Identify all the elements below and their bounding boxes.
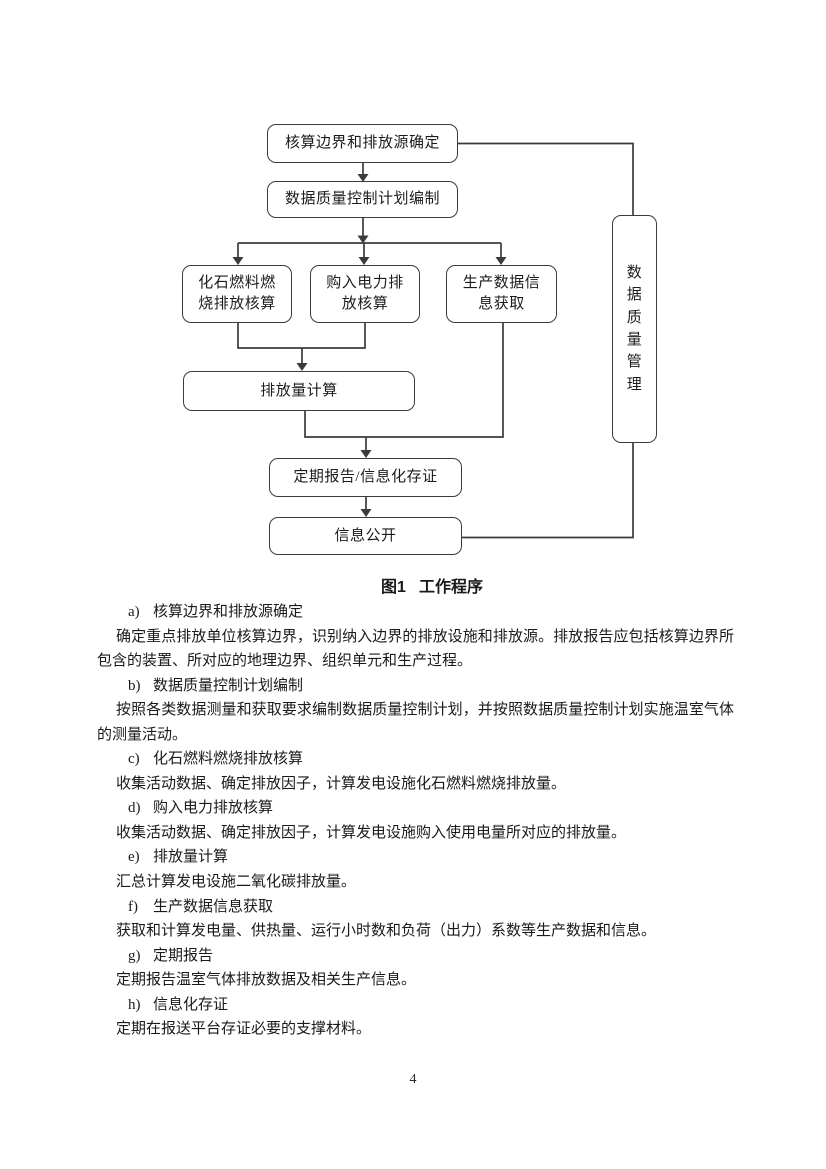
item-heading: f) 生产数据信息获取 <box>97 895 734 920</box>
figure-caption: 图1 工作程序 <box>347 573 517 597</box>
flow-node-label: 息获取 <box>478 296 525 312</box>
body-text: a) 核算边界和排放源确定确定重点排放单位核算边界，识别纳入边界的排放设施和排放源… <box>97 600 734 1042</box>
flow-node-production: 生产数据信 息获取 <box>446 265 557 323</box>
item-heading: c) 化石燃料燃烧排放核算 <box>97 747 734 772</box>
arrowhead-splitter-power <box>358 257 370 265</box>
item-paragraph: 确定重点排放单位核算边界，识别纳入边界的排放设施和排放源。排放报告应包括核算边界… <box>97 628 734 670</box>
flow-node-label: 核算边界和排放源确定 <box>284 135 440 151</box>
flow-node-label: 信息公开 <box>334 527 397 544</box>
item-letter: g) <box>128 947 141 964</box>
item-letter: b) <box>128 677 141 694</box>
flow-node-label: 排放量计算 <box>260 382 338 399</box>
flow-node-label: 质 <box>626 309 643 326</box>
item-letter: d) <box>128 800 141 817</box>
flow-node-label: 生产数据信 <box>462 275 541 291</box>
figure-caption-title: 工作程序 <box>418 579 483 596</box>
item-title: 核算边界和排放源确定 <box>153 604 304 620</box>
flow-node-label: 放核算 <box>341 296 389 312</box>
figure-caption-label: 图1 <box>381 579 406 596</box>
arrowhead-splitter-production <box>495 257 507 265</box>
arrowhead-splitter-fossil <box>232 257 244 265</box>
flow-node-report: 定期报告/信息化存证 <box>269 458 462 497</box>
flow-node-disclosure: 信息公开 <box>269 517 462 555</box>
item-paragraph: 按照各类数据测量和获取要求编制数据质量控制计划，并按照数据质量控制计划实施温室气… <box>97 702 734 743</box>
flow-node-label: 化石燃料燃 <box>198 275 276 291</box>
arrowhead-boundary-plan <box>357 174 369 182</box>
item-paragraph: 定期报告温室气体排放数据及相关生产信息。 <box>116 972 417 989</box>
item-title: 排放量计算 <box>153 849 229 866</box>
flow-node-label: 购入电力排 <box>326 275 404 291</box>
item-title: 化石燃料燃烧排放核算 <box>153 751 304 768</box>
flow-node-calc: 排放量计算 <box>183 371 415 411</box>
connector-disclosure-quality <box>462 443 634 539</box>
item-heading: h) 信息化存证 <box>97 993 734 1018</box>
arrowhead-merge-calc <box>296 363 308 371</box>
page-number: 4 <box>409 1072 417 1087</box>
item-heading: b) 数据质量控制计划编制 <box>97 674 734 699</box>
item-heading: a) 核算边界和排放源确定 <box>97 600 734 625</box>
flow-node-label: 据 <box>626 287 643 304</box>
arrowhead-merge-report <box>360 450 372 458</box>
flow-node-fossil: 化石燃料燃 烧排放核算 <box>182 265 292 323</box>
arrowhead-plan-splitter <box>357 235 369 244</box>
connector-boundary-quality <box>458 142 634 215</box>
flow-node-label: 烧排放核算 <box>198 296 276 312</box>
flow-node-boundary: 核算边界和排放源确定 <box>267 124 458 163</box>
item-heading: g) 定期报告 <box>97 944 734 969</box>
item-paragraph: 定期在报送平台存证必要的支撑材料。 <box>116 1021 372 1038</box>
item-paragraph: 收集活动数据、确定排放因子，计算发电设施化石燃料燃烧排放量。 <box>116 775 567 792</box>
flow-node-quality: 数 据 质 量 管 理 <box>612 215 657 443</box>
item-paragraph: 汇总计算发电设施二氧化碳排放量。 <box>116 874 357 891</box>
connector-calc-production-merge <box>304 323 504 438</box>
item-title: 信息化存证 <box>153 996 229 1013</box>
item-heading: d) 购入电力排放核算 <box>97 796 734 821</box>
item-title: 定期报告 <box>153 947 214 964</box>
flow-node-label: 数据质量控制计划编制 <box>284 191 440 207</box>
flow-node-plan: 数据质量控制计划编制 <box>267 181 458 218</box>
item-title: 购入电力排放核算 <box>153 800 274 817</box>
item-letter: h) <box>128 996 141 1013</box>
item-title: 数据质量控制计划编制 <box>153 677 304 694</box>
item-letter: f) <box>128 898 138 915</box>
connector-fossil-power-merge <box>237 323 366 349</box>
item-letter: c) <box>128 751 140 768</box>
item-heading: e) 排放量计算 <box>97 845 734 870</box>
flow-node-label: 定期报告/信息化存证 <box>293 469 438 485</box>
flow-node-label: 理 <box>626 376 643 393</box>
item-paragraph: 收集活动数据、确定排放因子，计算发电设施购入使用电量所对应的排放量。 <box>116 824 627 841</box>
item-paragraph: 获取和计算发电量、供热量、运行小时数和负荷（出力）系数等生产数据和信息。 <box>116 923 657 940</box>
item-title: 生产数据信息获取 <box>153 898 274 915</box>
flow-node-label: 量 <box>626 332 643 348</box>
arrowhead-report-disclosure <box>360 509 372 517</box>
item-letter: e) <box>128 849 140 866</box>
flow-node-power: 购入电力排 放核算 <box>310 265 420 323</box>
flow-node-label: 管 <box>626 354 643 371</box>
item-letter: a) <box>128 604 140 620</box>
flow-node-label: 数 <box>626 265 643 282</box>
